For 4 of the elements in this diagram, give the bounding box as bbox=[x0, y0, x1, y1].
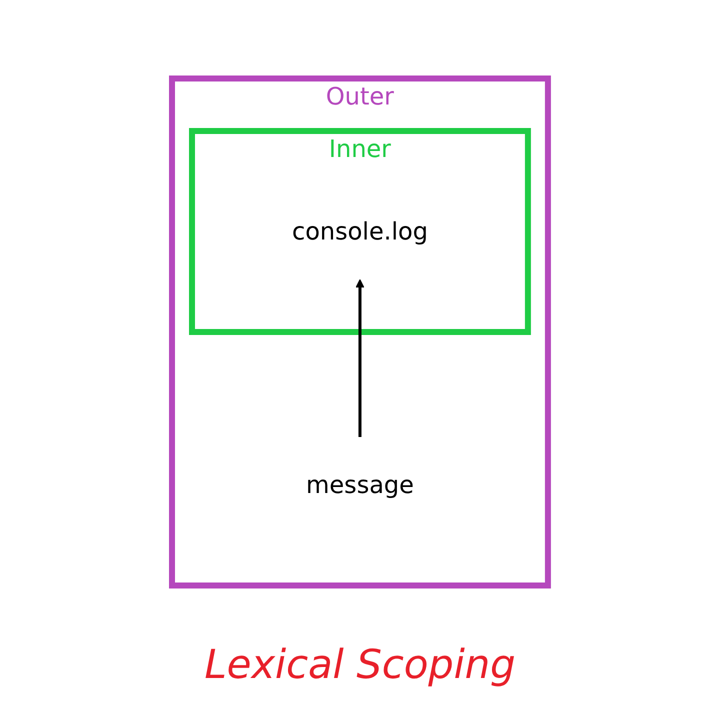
caption: Lexical Scoping bbox=[204, 642, 516, 688]
node-text: console.log bbox=[292, 218, 428, 246]
arrow bbox=[356, 279, 364, 437]
node-text: message bbox=[306, 471, 414, 499]
